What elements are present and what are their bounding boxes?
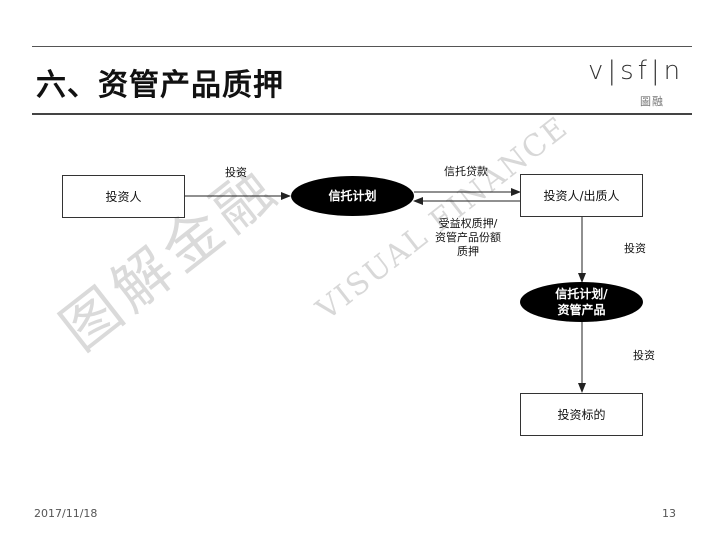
node-investor-pledgor-label: 投资人/出质人: [543, 189, 620, 203]
edge-label-invest-1: 投资: [225, 166, 247, 179]
node-trust-plan-label: 信托计划: [328, 189, 377, 203]
header-bottom-rule: [32, 113, 692, 115]
edge-label-trust-loan: 信托贷款: [444, 165, 488, 178]
node-investor-label: 投资人: [105, 190, 142, 204]
edge-label-pledge-line1: 受益权质押/: [438, 217, 498, 230]
edge-label-invest-2: 投资: [624, 242, 646, 255]
node-investor: 投资人: [62, 175, 185, 218]
node-investment-target: 投资标的: [520, 393, 643, 436]
node-trust-plan-product-line1: 信托计划/: [555, 287, 608, 301]
footer-page-number: 13: [662, 507, 676, 520]
edge-label-pledge-line3: 质押: [457, 245, 479, 258]
header-top-rule: [32, 46, 692, 47]
edge-label-invest-3: 投资: [633, 349, 655, 362]
logo-wordmark: v|sf|n: [588, 56, 685, 86]
footer-date: 2017/11/18: [34, 507, 98, 520]
node-trust-plan-product: 信托计划/ 资管产品: [520, 282, 643, 322]
node-trust-plan: 信托计划: [291, 176, 414, 216]
brand-logo: v|sf|n 圖融: [588, 56, 688, 108]
edge-label-pledge: 受益权质押/ 资管产品份额 质押: [420, 217, 516, 259]
node-investment-target-label: 投资标的: [557, 408, 606, 422]
slide-title: 六、资管产品质押: [36, 68, 284, 103]
node-trust-plan-product-line2: 资管产品: [557, 303, 606, 317]
edge-label-pledge-line2: 资管产品份额: [435, 231, 501, 244]
logo-subtext: 圖融: [640, 95, 664, 108]
node-investor-pledgor: 投资人/出质人: [520, 174, 643, 217]
